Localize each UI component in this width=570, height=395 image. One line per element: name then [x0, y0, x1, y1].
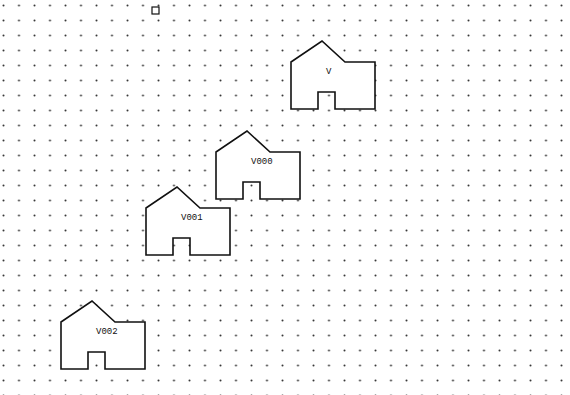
house-label: V001 [181, 213, 203, 224]
house-shape: V002 [60, 300, 146, 370]
house-label: V002 [96, 327, 118, 338]
house-shape: V000 [215, 130, 301, 200]
house-label: V [326, 67, 331, 78]
house-shape: V [290, 40, 376, 110]
house-outline [290, 40, 376, 110]
house-label: V000 [251, 157, 273, 168]
house-shape: V001 [145, 186, 231, 256]
small-square [152, 7, 159, 14]
